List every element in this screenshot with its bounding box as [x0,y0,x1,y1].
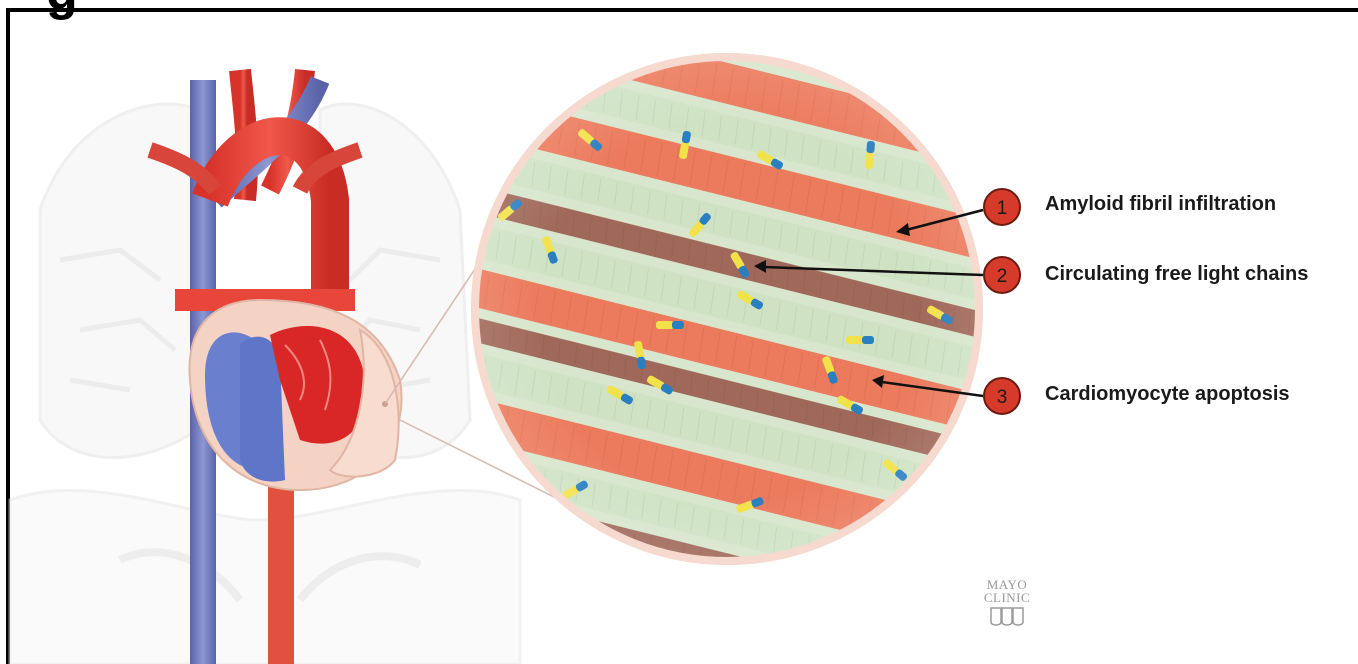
logo-line-2: CLINIC [972,591,1042,604]
mayo-clinic-logo: MAYO CLINIC [972,578,1042,628]
callout-label-1: Amyloid fibril infiltration [1045,193,1276,216]
callout-number-3: 3 [997,387,1008,408]
callout-label-2: Circulating free light chains [1045,263,1308,286]
callout-number-2: 2 [997,266,1008,287]
callout-number-1: 1 [997,198,1008,219]
callout-label-3: Cardiomyocyte apoptosis [1045,383,1290,406]
shield-icon [987,606,1027,628]
